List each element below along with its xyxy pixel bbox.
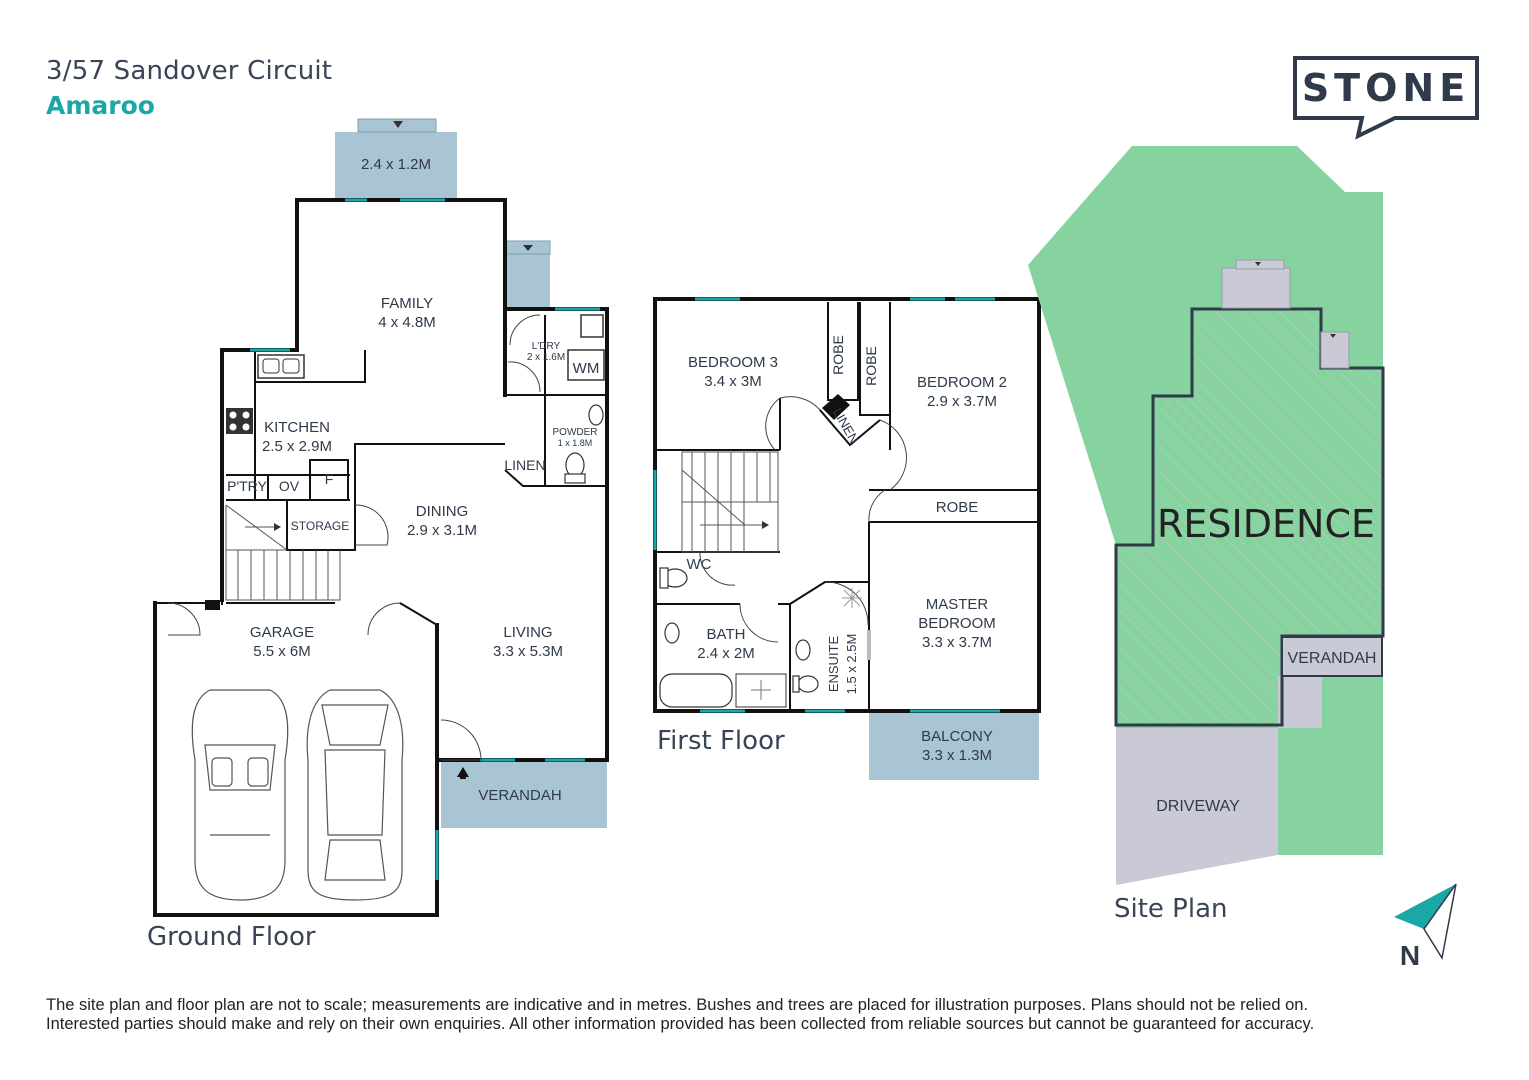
stone-logo: STONE	[1293, 56, 1479, 140]
disclaimer-line-2: Interested parties should make and rely …	[46, 1015, 1315, 1033]
robe-label-a: ROBE	[830, 335, 846, 375]
master-name-line1: MASTER	[926, 596, 989, 613]
linen-cupboard-icon	[822, 394, 850, 420]
site-plan-title: Site Plan	[1114, 894, 1228, 924]
disclaimer-line-1: The site plan and floor plan are not to …	[46, 996, 1309, 1014]
robe-label-b: ROBE	[863, 346, 879, 386]
bath-name: BATH	[707, 626, 746, 643]
balcony-area	[869, 712, 1039, 780]
north-label: N	[1400, 940, 1420, 971]
robe-label-c: ROBE	[936, 499, 979, 516]
bath-basin-icon	[664, 622, 680, 644]
laundry-name: L'DRY	[532, 341, 561, 352]
fridge-label: F	[325, 471, 334, 487]
ground-stairs	[225, 504, 341, 601]
car-sedan-icon	[306, 689, 404, 901]
ensuite-dim: 1.5 x 2.5M	[844, 634, 859, 695]
first-stairs	[681, 451, 779, 553]
bathtub-icon	[659, 673, 733, 708]
family-dim: 4 x 4.8M	[378, 314, 436, 331]
car-convertible-icon	[191, 689, 289, 901]
ensuite-basin-icon	[795, 639, 811, 661]
laundry-dim: 2 x 1.6M	[527, 352, 565, 363]
living-dim: 3.3 x 5.3M	[493, 643, 563, 660]
kitchen-name: KITCHEN	[264, 419, 330, 436]
residence-label: RESIDENCE	[1157, 502, 1375, 546]
laundry-tub-icon	[580, 314, 604, 338]
site-verandah-label: VERANDAH	[1288, 650, 1377, 667]
first-floor-title: First Floor	[657, 726, 785, 756]
wc-label: WC	[687, 556, 712, 573]
washing-machine-label: WM	[573, 360, 600, 377]
bedroom2-name: BEDROOM 2	[917, 374, 1007, 391]
powder-dim: 1 x 1.8M	[558, 438, 593, 448]
verandah-area	[441, 760, 607, 828]
dining-dim: 2.9 x 3.1M	[407, 522, 477, 539]
ground-linen-label: LINEN	[504, 457, 545, 473]
family-name: FAMILY	[381, 295, 433, 312]
pantry-label: P'TRY	[227, 478, 267, 494]
dining-name: DINING	[416, 503, 469, 520]
ensuite-name: ENSUITE	[826, 636, 841, 693]
powder-name: POWDER	[553, 427, 598, 438]
cooktop-icon	[226, 408, 253, 434]
alfresco-area	[335, 132, 457, 200]
storage-label: STORAGE	[291, 519, 349, 533]
property-address: 3/57 Sandover Circuit	[46, 56, 333, 86]
disclaimer: The site plan and floor plan are not to …	[46, 996, 1496, 1034]
bedroom3-name: BEDROOM 3	[688, 354, 778, 371]
logo-text: STONE	[1302, 66, 1470, 110]
north-arrow-icon: N	[1394, 883, 1457, 971]
site-plan: RESIDENCE VERANDAH DRIVEWAY Site Plan N	[1028, 146, 1457, 971]
oven-label: OV	[279, 478, 300, 494]
garage-name: GARAGE	[250, 624, 314, 641]
driveway-label: DRIVEWAY	[1156, 798, 1240, 815]
master-name-line2: BEDROOM	[918, 615, 996, 632]
first-floor-plan: BEDROOM 3 3.4 x 3M ROBE ROBE LINEN BEDRO…	[653, 297, 1041, 780]
ground-floor-title: Ground Floor	[147, 922, 316, 952]
arrow-down-icon	[523, 245, 533, 251]
balcony-name: BALCONY	[921, 728, 993, 745]
ground-verandah-label: VERANDAH	[478, 787, 561, 804]
driveway-area	[1116, 728, 1278, 885]
living-name: LIVING	[503, 624, 552, 641]
basin-icon	[588, 404, 604, 426]
property-suburb: Amaroo	[46, 91, 155, 120]
ensuite-toilet-icon	[797, 675, 819, 693]
bedroom2-dim: 2.9 x 3.7M	[927, 393, 997, 410]
toilet-icon	[565, 452, 585, 478]
balcony-dim: 3.3 x 1.3M	[922, 747, 992, 764]
arrow-down-icon	[393, 121, 403, 128]
master-dim: 3.3 x 3.7M	[922, 634, 992, 651]
garage-dim: 5.5 x 6M	[253, 643, 311, 660]
ground-floor-plan: 2.4 x 1.2M FAMILY 4 x 4.8M L'DRY 2 x 1.6…	[147, 118, 609, 952]
site-verandah	[1281, 636, 1383, 677]
bath-dim: 2.4 x 2M	[697, 645, 755, 662]
entry-arrow-icon	[457, 767, 469, 777]
kitchen-dim: 2.5 x 2.9M	[262, 438, 332, 455]
alfresco-dim: 2.4 x 1.2M	[361, 156, 431, 173]
bedroom3-dim: 3.4 x 3M	[704, 373, 762, 390]
